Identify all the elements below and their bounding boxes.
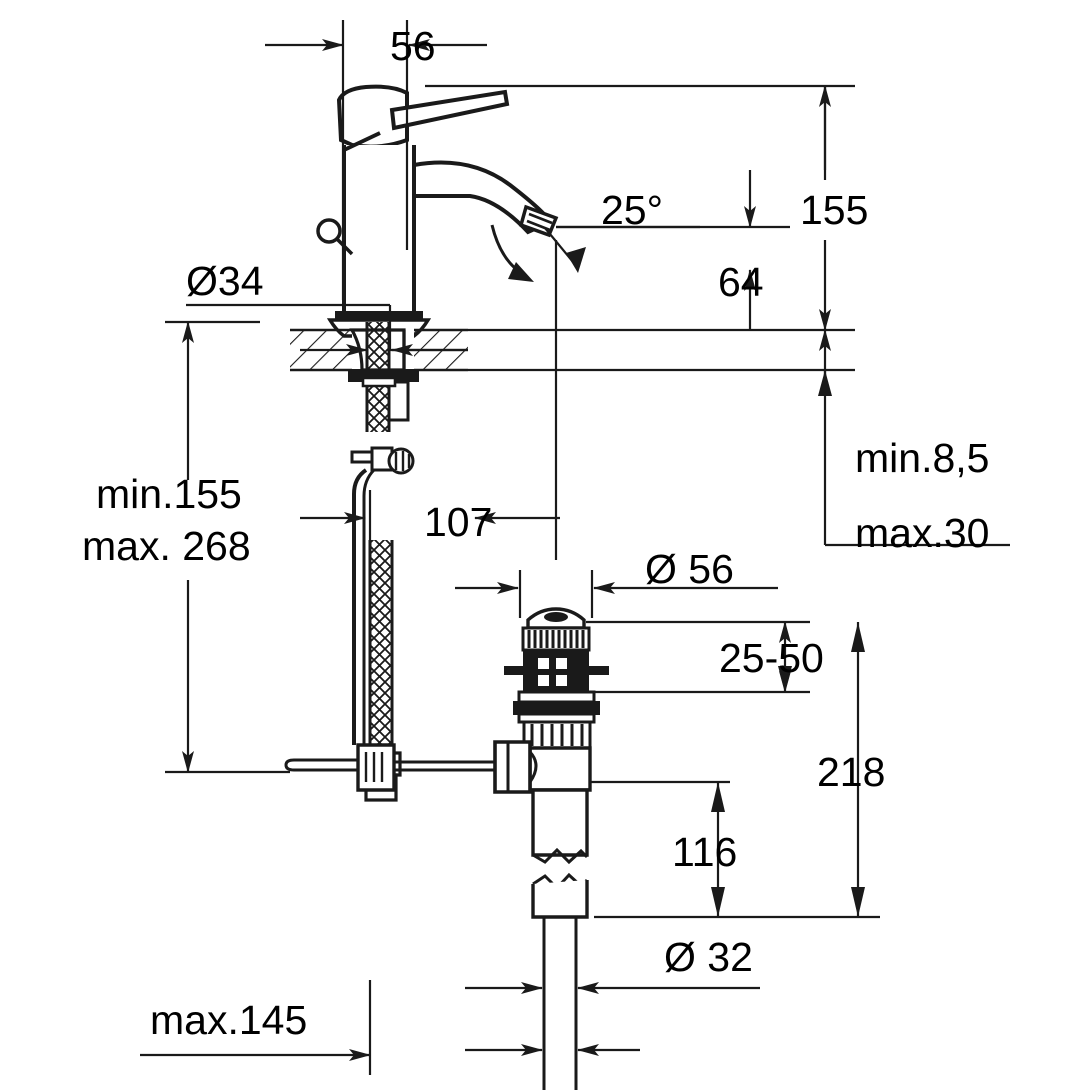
pivot-rod xyxy=(284,446,530,792)
dim-label-116: 116 xyxy=(672,829,737,875)
dimension-labels: 56 25° 155 64 Ø34 min.8,5 max.30 min.155… xyxy=(82,23,989,1043)
dim-label-2550: 25-50 xyxy=(719,635,824,681)
dim-label-max268: max. 268 xyxy=(82,523,251,569)
angle-25-indicator xyxy=(490,224,700,282)
dim-label-218: 218 xyxy=(817,749,885,795)
dim-label-107: 107 xyxy=(424,499,492,545)
waste-assembly xyxy=(493,607,609,1090)
side-knob xyxy=(316,218,354,256)
dim-label-25deg: 25° xyxy=(601,187,663,233)
dimension-lines xyxy=(140,20,1010,1075)
dim-label-155: 155 xyxy=(800,187,868,233)
dim-label-d56: Ø 56 xyxy=(645,546,734,592)
dim-label-64: 64 xyxy=(718,259,764,305)
threaded-stud xyxy=(348,322,419,432)
dim-label-56: 56 xyxy=(390,23,436,69)
dim-label-max145: max.145 xyxy=(150,997,307,1043)
lever-handle xyxy=(389,89,510,131)
dim-label-min85: min.8,5 xyxy=(855,435,989,481)
dim-label-d34: Ø34 xyxy=(186,258,264,304)
spout xyxy=(412,160,559,238)
dim-label-max30: max.30 xyxy=(855,510,989,556)
dim-label-d32: Ø 32 xyxy=(664,934,753,980)
dim-label-min155: min.155 xyxy=(96,471,242,517)
